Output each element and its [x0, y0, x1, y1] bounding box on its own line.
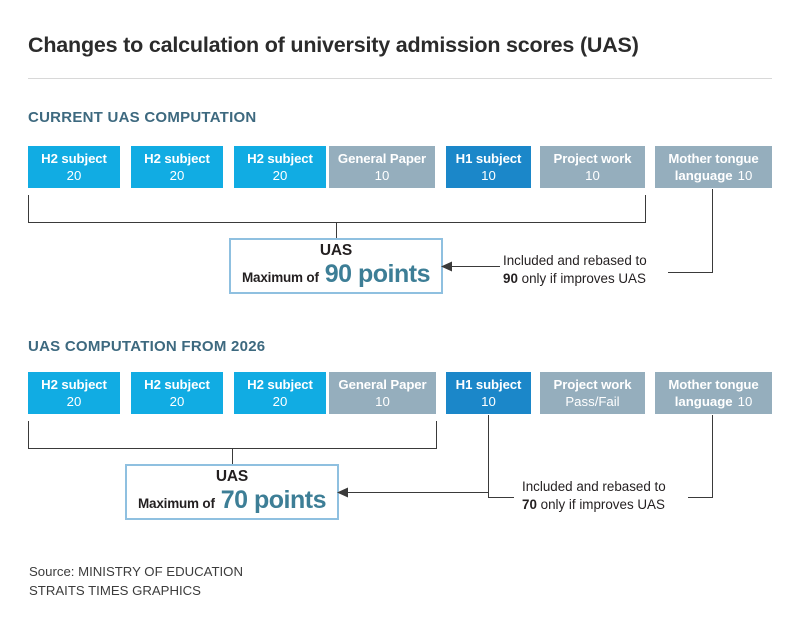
- mother-tongue-connector-2: [712, 415, 713, 498]
- subject-box-label: H2 subject: [247, 377, 313, 393]
- bracket-drop-1: [336, 222, 337, 238]
- subject-box-2026-h2-3[interactable]: H2 subject 20: [234, 372, 326, 414]
- annotation-2026: Included and rebased to 70 only if impro…: [522, 478, 666, 513]
- annotation-line2-rest: only if improves UAS: [536, 496, 665, 512]
- bracket-left-stem-1: [28, 195, 29, 223]
- subject-box-value: 10: [481, 167, 496, 183]
- subject-box-value: 10: [737, 393, 753, 409]
- subject-box-value: Pass/Fail: [565, 393, 620, 409]
- subject-box-h2-1[interactable]: H2 subject 20: [28, 146, 120, 188]
- subject-box-label: Project work: [553, 151, 632, 167]
- subject-box-2026-project-work[interactable]: Project work Pass/Fail: [540, 372, 645, 414]
- mother-tongue-elbow-1: [668, 272, 713, 273]
- subject-box-value: 20: [272, 167, 288, 183]
- subject-box-label: H1 subject: [455, 377, 522, 393]
- subject-box-h1[interactable]: H1 subject 10: [446, 146, 531, 188]
- subject-box-2026-h2-2[interactable]: H2 subject 20: [131, 372, 223, 414]
- mother-tongue-connector-1: [712, 189, 713, 272]
- subject-box-2026-general-paper[interactable]: General Paper 10: [329, 372, 436, 414]
- subject-box-label: H2 subject: [41, 377, 107, 393]
- subject-box-value: 20: [66, 167, 82, 183]
- subject-box-label: Mother tongue: [668, 377, 759, 393]
- annotation-line2: 90 only if improves UAS: [503, 270, 647, 288]
- uas-max-line: Maximum of 70 points: [137, 486, 327, 515]
- section-heading-2026: UAS COMPUTATION FROM 2026: [28, 338, 266, 355]
- subject-box-label: General Paper: [337, 151, 427, 167]
- uas-max-line: Maximum of 90 points: [241, 260, 431, 289]
- uas-title: UAS: [319, 241, 353, 259]
- subject-box-h2-2[interactable]: H2 subject 20: [131, 146, 223, 188]
- subject-box-2026-h1[interactable]: H1 subject 10: [446, 372, 531, 414]
- subject-box-project-work[interactable]: Project work 10: [540, 146, 645, 188]
- subject-box-label: H2 subject: [144, 151, 210, 167]
- mother-tongue-elbow-2: [688, 497, 713, 498]
- h1-connector-2: [488, 415, 489, 498]
- subject-box-label: H1 subject: [455, 151, 522, 167]
- subject-box-value: 10: [585, 167, 600, 183]
- subject-box-value: 10: [374, 167, 390, 183]
- source-line-2: STRAITS TIMES GRAPHICS: [29, 582, 201, 598]
- subject-box-value: 20: [272, 393, 288, 409]
- uas-arrow-head-1: [441, 261, 452, 272]
- source-credit: Source: MINISTRY OF EDUCATION STRAITS TI…: [29, 563, 243, 600]
- bracket-right-stem-1: [645, 195, 646, 223]
- section-heading-current: CURRENT UAS COMPUTATION: [28, 109, 257, 126]
- subject-box-general-paper[interactable]: General Paper 10: [329, 146, 435, 188]
- subject-box-label: H2 subject: [41, 151, 107, 167]
- subject-box-label: General Paper: [338, 377, 427, 393]
- annotation-line2: 70 only if improves UAS: [522, 496, 666, 514]
- page-title: Changes to calculation of university adm…: [28, 33, 639, 57]
- subject-box-label: Project work: [553, 377, 632, 393]
- annotation-current: Included and rebased to 90 only if impro…: [503, 252, 647, 287]
- subject-box-value: 20: [66, 393, 82, 409]
- subject-box-2026-h2-1[interactable]: H2 subject 20: [28, 372, 120, 414]
- bracket-drop-2: [232, 448, 233, 464]
- subject-box-label: Mother tongue: [668, 151, 759, 167]
- uas-arrow-shaft-2: [344, 492, 489, 493]
- source-line-1: Source: MINISTRY OF EDUCATION: [29, 564, 243, 579]
- subject-box-label: H2 subject: [247, 151, 313, 167]
- uas-arrow-shaft-1: [448, 266, 500, 267]
- subject-box-label2-text: language: [674, 393, 733, 409]
- uas-result-box-current: UAS Maximum of 90 points: [229, 238, 443, 294]
- subject-box-value: 10: [481, 393, 496, 409]
- uas-prefix: Maximum of: [137, 496, 215, 512]
- subject-box-value: 20: [169, 393, 185, 409]
- annotation-line2-rest: only if improves UAS: [517, 270, 646, 286]
- subject-box-label2-text: language: [674, 167, 733, 183]
- uas-points: 70 points: [220, 486, 327, 515]
- h1-elbow-2: [488, 497, 514, 498]
- subject-box-h2-3[interactable]: H2 subject 20: [234, 146, 326, 188]
- subject-box-value: 20: [169, 167, 185, 183]
- subject-box-value: 10: [375, 393, 390, 409]
- title-divider: [28, 78, 772, 79]
- bracket-right-stem-2: [436, 421, 437, 449]
- uas-title: UAS: [215, 467, 249, 485]
- uas-prefix: Maximum of: [241, 270, 319, 286]
- bracket-left-stem-2: [28, 421, 29, 449]
- subject-box-label: H2 subject: [144, 377, 210, 393]
- uas-result-box-2026: UAS Maximum of 70 points: [125, 464, 339, 520]
- uas-arrow-head-2: [337, 487, 348, 498]
- annotation-bold-value: 70: [522, 496, 537, 512]
- subject-box-value: 10: [737, 167, 753, 183]
- annotation-bold-value: 90: [503, 270, 518, 286]
- uas-points: 90 points: [324, 260, 431, 289]
- annotation-line1: Included and rebased to: [522, 479, 666, 494]
- annotation-line1: Included and rebased to: [503, 253, 647, 268]
